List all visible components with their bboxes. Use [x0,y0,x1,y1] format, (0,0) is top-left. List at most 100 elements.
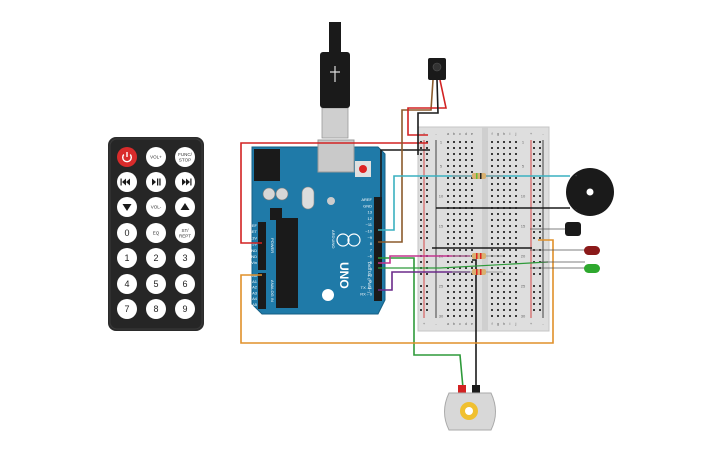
breadboard-column-label: i [510,321,511,326]
remote-button-label: 8 [153,304,158,314]
wire-green-motor [378,257,464,389]
breadboard-column-label: b [453,321,456,326]
remote-button-label: VOL- [151,205,162,210]
remote-button-label: 3 [182,253,187,263]
breadboard [417,126,550,332]
digital-pin-label: 8 [370,241,373,246]
remote-button-vol-up[interactable]: VOL+ [146,147,166,167]
atmega-chip [276,218,298,308]
breadboard-row-number: 15 [439,224,444,229]
breadboard-column-label: c [459,321,461,326]
wire-red-5v [240,142,428,244]
breadboard-column-label: b [453,131,456,136]
power-header [258,222,266,270]
remote-button-4[interactable]: 4 [117,274,137,294]
power-jack [254,149,280,181]
remote-button-0[interactable]: 0 [117,223,137,243]
remote-button-9[interactable]: 9 [175,299,195,319]
breadboard-row-number: 5 [522,164,525,169]
remote-button-func-stop[interactable]: FUNC/STOP [175,147,195,167]
breadboard-column-label: j [515,321,517,326]
remote-button-label: 6 [182,279,187,289]
remote-button-label: 9 [182,304,187,314]
usb-port [317,139,355,173]
remote-button-label: 2 [153,253,158,263]
remote-button-up[interactable] [175,197,195,217]
digital-pin-label: ~11 [366,222,373,227]
wire-green-row [378,261,549,269]
remote-button-down[interactable] [117,197,137,217]
breadboard-column-label: c [459,131,461,136]
power-icon [122,152,132,163]
breadboard-row-number: 25 [439,284,444,289]
wires [240,79,585,389]
breadboard-column-label: h [503,321,505,326]
remote-button-play-pause[interactable] [146,172,166,192]
digital-pin-label: AREF [361,197,372,202]
analog-pin-label: A1 [252,279,258,284]
remote-button-eq[interactable]: EQ [146,223,166,243]
breadboard-column-label: e [471,131,474,136]
breadboard-row-number: 1 [522,140,525,145]
breadboard-column-label: j [515,131,517,136]
remote-button-label: STOP [179,157,191,162]
arduino-pin-labels: AREFGND1312~11~10~987~6~54~32TX→1RX←0IOR… [244,197,373,307]
breadboard-column-label: d [465,131,467,136]
wire-black-gnd [378,149,430,218]
fast-forward-icon [182,178,192,186]
breadboard-row-number: 10 [521,194,526,199]
remote-button-label: ST/ [181,228,189,233]
remote-button-8[interactable]: 8 [146,299,166,319]
breadboard-column-label: f [491,321,493,326]
breadboard-row-number: 1 [440,140,443,145]
digital-label: DIGITAL (PWM~) [367,262,372,294]
arduino-uno-board [251,139,386,315]
remote-button-label: 7 [124,304,129,314]
buzzer-minus-label: - [575,206,577,211]
led-green [584,264,600,273]
up-triangle-icon [180,203,190,210]
remote-button-label: FUNC/ [178,152,192,157]
play-pause-icon [152,178,161,186]
breadboard-rail-label: - [435,321,437,326]
digital-pin-label: ~3 [367,273,372,278]
digital-pin-label: GND [363,203,372,208]
remote-button-next[interactable] [175,172,195,192]
breadboard-column-label: a [447,321,450,326]
remote-button-prev[interactable] [117,172,137,192]
power-pin-label: GND [248,248,257,253]
breadboard-holes [420,141,541,317]
power-pin-label: Vin [251,260,257,265]
digital-pin-label: 2 [370,279,373,284]
breadboard-rail-label: + [423,131,426,136]
power-pin-label: RESET [244,229,258,234]
digital-pin-label: 12 [368,216,373,221]
digital-pin-label: RX←0 [360,292,373,297]
breadboard-rail-label: + [530,131,533,136]
wire-orange-a0 [240,239,554,344]
breadboard-row-number: 30 [439,314,444,319]
remote-button-st-rept[interactable]: ST/REPT [175,223,195,243]
digital-pin-label: ~9 [367,235,372,240]
remote-button-1[interactable]: 1 [117,248,137,268]
remote-button-label: VOL+ [150,155,162,160]
breadboard-rail-label: - [435,131,437,136]
breadboard-row-number: 20 [521,254,526,259]
remote-button-6[interactable]: 6 [175,274,195,294]
remote-button-5[interactable]: 5 [146,274,166,294]
remote-button-3[interactable]: 3 [175,248,195,268]
breadboard-rail-label: + [423,321,426,326]
breadboard-column-label: f [491,131,493,136]
arduino-brand: ARDUINO [331,230,336,248]
usb-cable [320,22,350,139]
remote-button-vol-down[interactable]: VOL- [146,197,166,217]
remote-button-label: EQ [153,231,160,236]
remote-button-power[interactable] [117,147,137,167]
breadboard-row-number: 25 [521,284,526,289]
remote-button-2[interactable]: 2 [146,248,166,268]
remote-button-7[interactable]: 7 [117,299,137,319]
rewind-icon [120,178,130,186]
power-label: POWER [270,238,275,253]
